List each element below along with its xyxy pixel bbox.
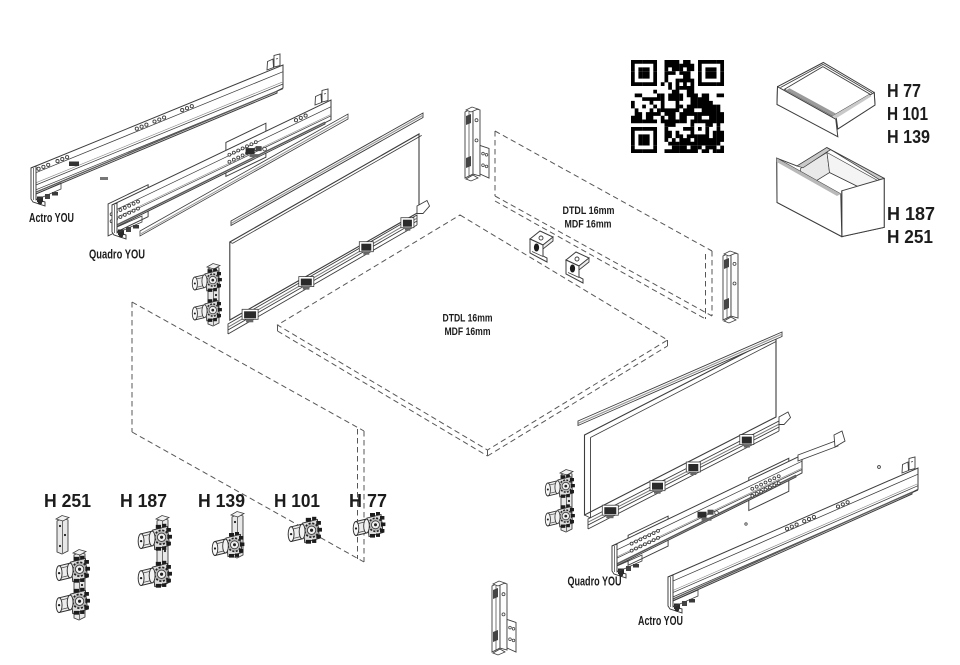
svg-text:H 187: H 187 (887, 203, 935, 224)
svg-text:Actro YOU: Actro YOU (29, 211, 74, 225)
svg-text:DTDL 16mm: DTDL 16mm (443, 313, 493, 325)
svg-text:H 77: H 77 (887, 80, 921, 101)
svg-text:Quadro YOU: Quadro YOU (89, 248, 145, 262)
svg-text:MDF 16mm: MDF 16mm (565, 219, 612, 231)
svg-text:H 251: H 251 (44, 490, 91, 511)
svg-text:H 101: H 101 (274, 490, 320, 511)
svg-text:MDF 16mm: MDF 16mm (445, 326, 491, 338)
svg-text:H 139: H 139 (198, 490, 245, 511)
svg-text:H 187: H 187 (120, 490, 167, 511)
svg-text:H 101: H 101 (887, 103, 928, 124)
svg-text:Quadro YOU: Quadro YOU (568, 575, 622, 589)
svg-text:H 139: H 139 (887, 126, 930, 147)
svg-text:DTDL 16mm: DTDL 16mm (563, 205, 615, 217)
svg-text:H 251: H 251 (887, 226, 933, 247)
svg-text:H 77: H 77 (349, 490, 387, 511)
svg-text:Actro YOU: Actro YOU (638, 614, 683, 628)
